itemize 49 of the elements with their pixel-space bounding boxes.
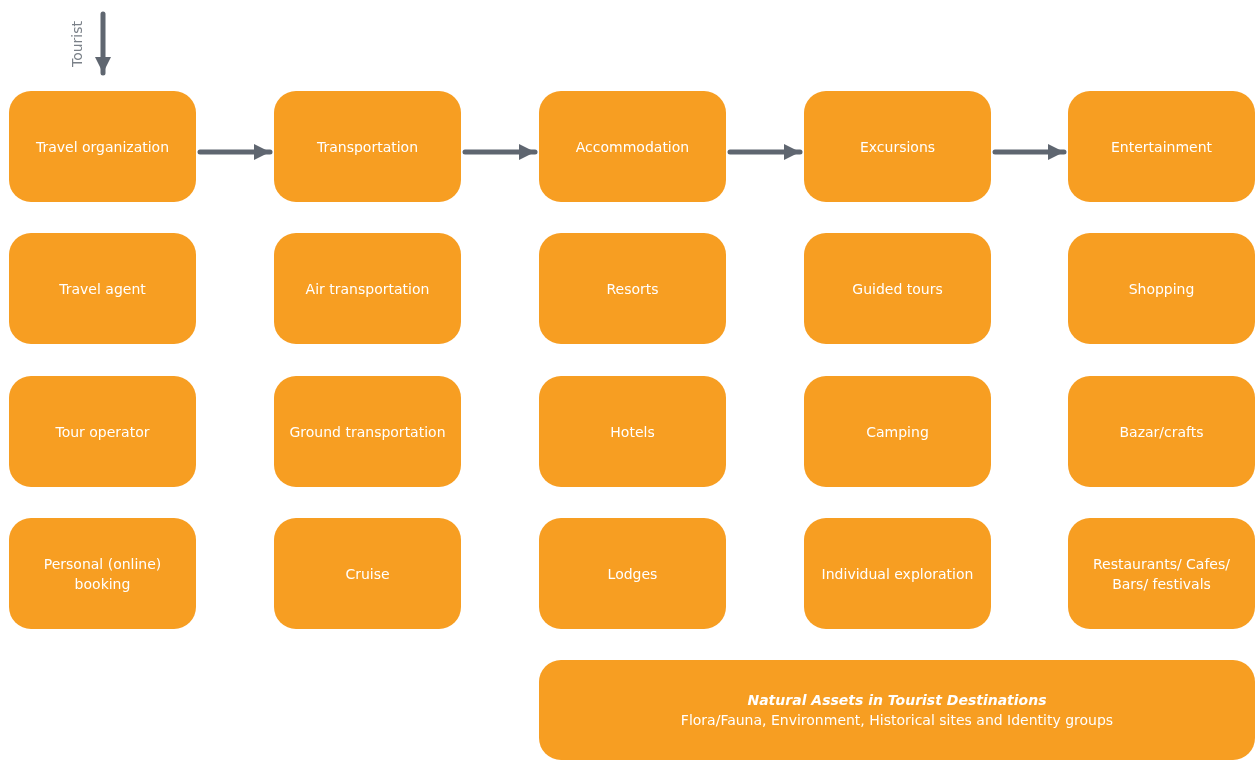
box-label: Shopping — [1128, 279, 1195, 299]
box-label: Transportation — [316, 137, 419, 157]
info-banner — [539, 660, 1255, 760]
box-label: Cruise — [345, 564, 390, 584]
box-label: Ground transportation — [289, 422, 446, 442]
banner-heading: Natural Assets in Tourist Destinations — [747, 691, 1047, 710]
edge-label: Tourist — [69, 20, 85, 67]
box-label: Resorts — [606, 279, 659, 299]
category-box — [274, 518, 461, 629]
arrow — [992, 144, 1067, 160]
category-box — [804, 518, 991, 629]
category-box — [804, 91, 991, 202]
box-label: Camping — [866, 422, 929, 442]
box-label: Hotels — [610, 422, 655, 442]
category-box — [274, 91, 461, 202]
box-label: Bazar/crafts — [1119, 422, 1204, 442]
category-box — [9, 91, 196, 202]
box-label: Travel organization — [35, 137, 170, 157]
category-box — [539, 91, 726, 202]
arrow — [462, 144, 538, 160]
box-label: Air transportation — [305, 279, 430, 299]
box-label: Entertainment — [1111, 137, 1212, 157]
box-label: Individual exploration — [821, 564, 974, 584]
category-box — [9, 518, 196, 629]
category-box — [804, 233, 991, 344]
category-box — [1068, 91, 1255, 202]
category-box — [1068, 518, 1255, 629]
box-label: Personal (online) booking — [42, 554, 163, 594]
arrow — [727, 144, 803, 160]
box-label: Restaurants/ Cafes/ Bars/ festivals — [1092, 554, 1231, 594]
box-label: Accommodation — [575, 137, 690, 157]
category-box — [539, 233, 726, 344]
box-label: Travel agent — [59, 279, 146, 299]
arrow — [197, 144, 273, 160]
category-box — [539, 376, 726, 487]
box-label: Excursions — [859, 137, 936, 157]
category-box — [9, 233, 196, 344]
banner-text: Flora/Fauna, Environment, Historical sites and Identity groups — [680, 711, 1114, 730]
category-box — [274, 233, 461, 344]
category-box — [539, 518, 726, 629]
category-box — [274, 376, 461, 487]
category-box — [9, 376, 196, 487]
arrow — [95, 11, 111, 76]
category-box — [1068, 376, 1255, 487]
box-label: Tour operator — [55, 422, 150, 442]
box-label: Lodges — [607, 564, 658, 584]
box-label: Guided tours — [852, 279, 943, 299]
category-box — [804, 376, 991, 487]
category-box — [1068, 233, 1255, 344]
